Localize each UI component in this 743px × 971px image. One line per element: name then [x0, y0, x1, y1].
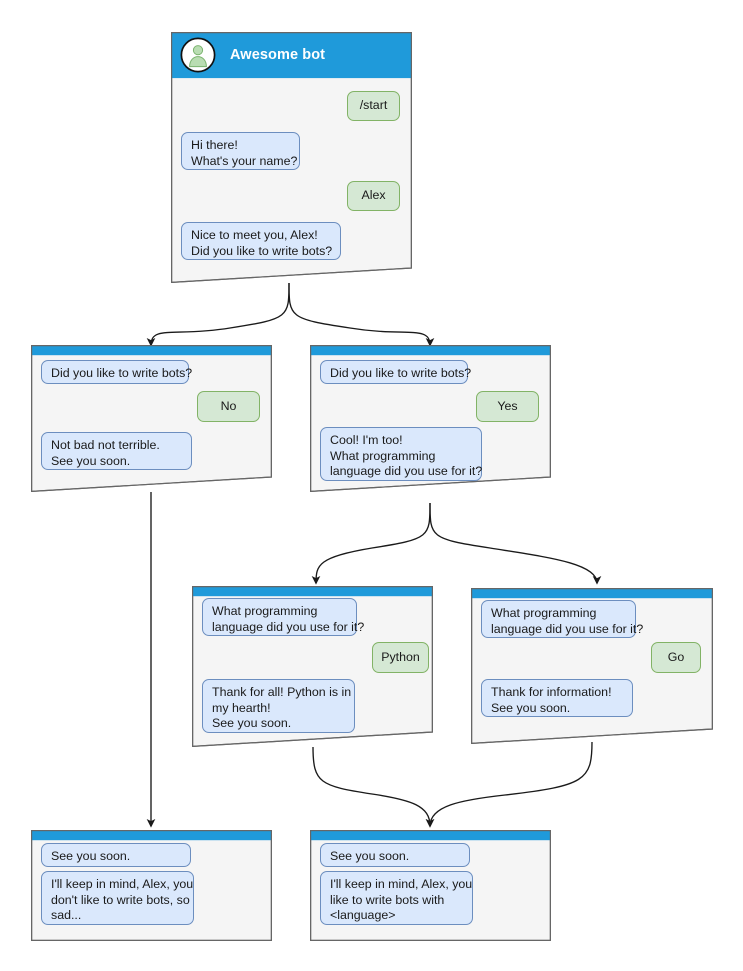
- message-bot-question[interactable]: Did you like to write bots?: [41, 360, 192, 384]
- message-bot-lang-question[interactable]: What programming language did you use fo…: [481, 600, 643, 638]
- node-go-branch-body: What programming language did you use fo…: [471, 588, 713, 744]
- message-bot-not-bad[interactable]: Not bad not terrible. See you soon.: [41, 432, 192, 470]
- message-user-no[interactable]: No: [197, 391, 260, 422]
- node-python-branch[interactable]: What programming language did you use fo…: [192, 586, 433, 747]
- edge-python-to-end-happy: [312, 746, 435, 828]
- message-user-python[interactable]: Python: [372, 642, 429, 673]
- node-go-branch[interactable]: What programming language did you use fo…: [471, 588, 713, 744]
- message-user-go[interactable]: Go: [651, 642, 701, 673]
- message-bot-nice-to-meet[interactable]: Nice to meet you, Alex! Did you like to …: [181, 222, 341, 260]
- message-user-name[interactable]: Alex: [347, 181, 400, 211]
- edge-go-to-end-happy: [425, 741, 593, 828]
- message-bot-greeting[interactable]: Hi there! What's your name?: [181, 132, 300, 170]
- message-bot-cool-im-too[interactable]: Cool! I'm too! What programming language…: [320, 427, 482, 481]
- person-avatar-icon: [180, 37, 216, 73]
- node-end-happy[interactable]: See you soon. I'll keep in mind, Alex, y…: [310, 830, 551, 941]
- message-bot-thank-python[interactable]: Thank for all! Python is in my hearth! S…: [202, 679, 355, 733]
- message-user-start[interactable]: /start: [347, 91, 400, 121]
- edge-yes-to-python: [311, 502, 431, 585]
- node-no-branch-body: Did you like to write bots? No Not bad n…: [31, 345, 272, 492]
- node-yes-branch[interactable]: Did you like to write bots? Yes Cool! I'…: [310, 345, 551, 492]
- node-root-body: Awesome bot /start Hi there! What's your…: [171, 32, 412, 283]
- edge-yes-to-go: [429, 502, 602, 585]
- message-bot-thank-info[interactable]: Thank for information! See you soon.: [481, 679, 633, 717]
- message-bot-see-you-soon[interactable]: See you soon.: [41, 843, 191, 867]
- node-end-sad[interactable]: See you soon. I'll keep in mind, Alex, y…: [31, 830, 272, 941]
- bot-header: Awesome bot: [171, 32, 412, 78]
- message-bot-keep-in-mind[interactable]: I'll keep in mind, Alex, you don't like …: [41, 871, 194, 925]
- node-yes-branch-body: Did you like to write bots? Yes Cool! I'…: [310, 345, 551, 492]
- node-no-branch[interactable]: Did you like to write bots? No Not bad n…: [31, 345, 272, 492]
- message-bot-see-you-soon[interactable]: See you soon.: [320, 843, 470, 867]
- node-python-branch-body: What programming language did you use fo…: [192, 586, 433, 747]
- message-user-yes[interactable]: Yes: [476, 391, 539, 422]
- message-bot-lang-question[interactable]: What programming language did you use fo…: [202, 598, 364, 636]
- bot-title: Awesome bot: [230, 47, 326, 63]
- node-root[interactable]: Awesome bot /start Hi there! What's your…: [171, 32, 412, 283]
- node-end-sad-body: See you soon. I'll keep in mind, Alex, y…: [31, 830, 272, 941]
- message-bot-keep-in-mind[interactable]: I'll keep in mind, Alex, you like to wri…: [320, 871, 473, 925]
- edge-root-to-no: [146, 282, 290, 347]
- node-end-happy-body: See you soon. I'll keep in mind, Alex, y…: [310, 830, 551, 941]
- message-bot-question[interactable]: Did you like to write bots?: [320, 360, 471, 384]
- edge-root-to-yes: [288, 282, 435, 347]
